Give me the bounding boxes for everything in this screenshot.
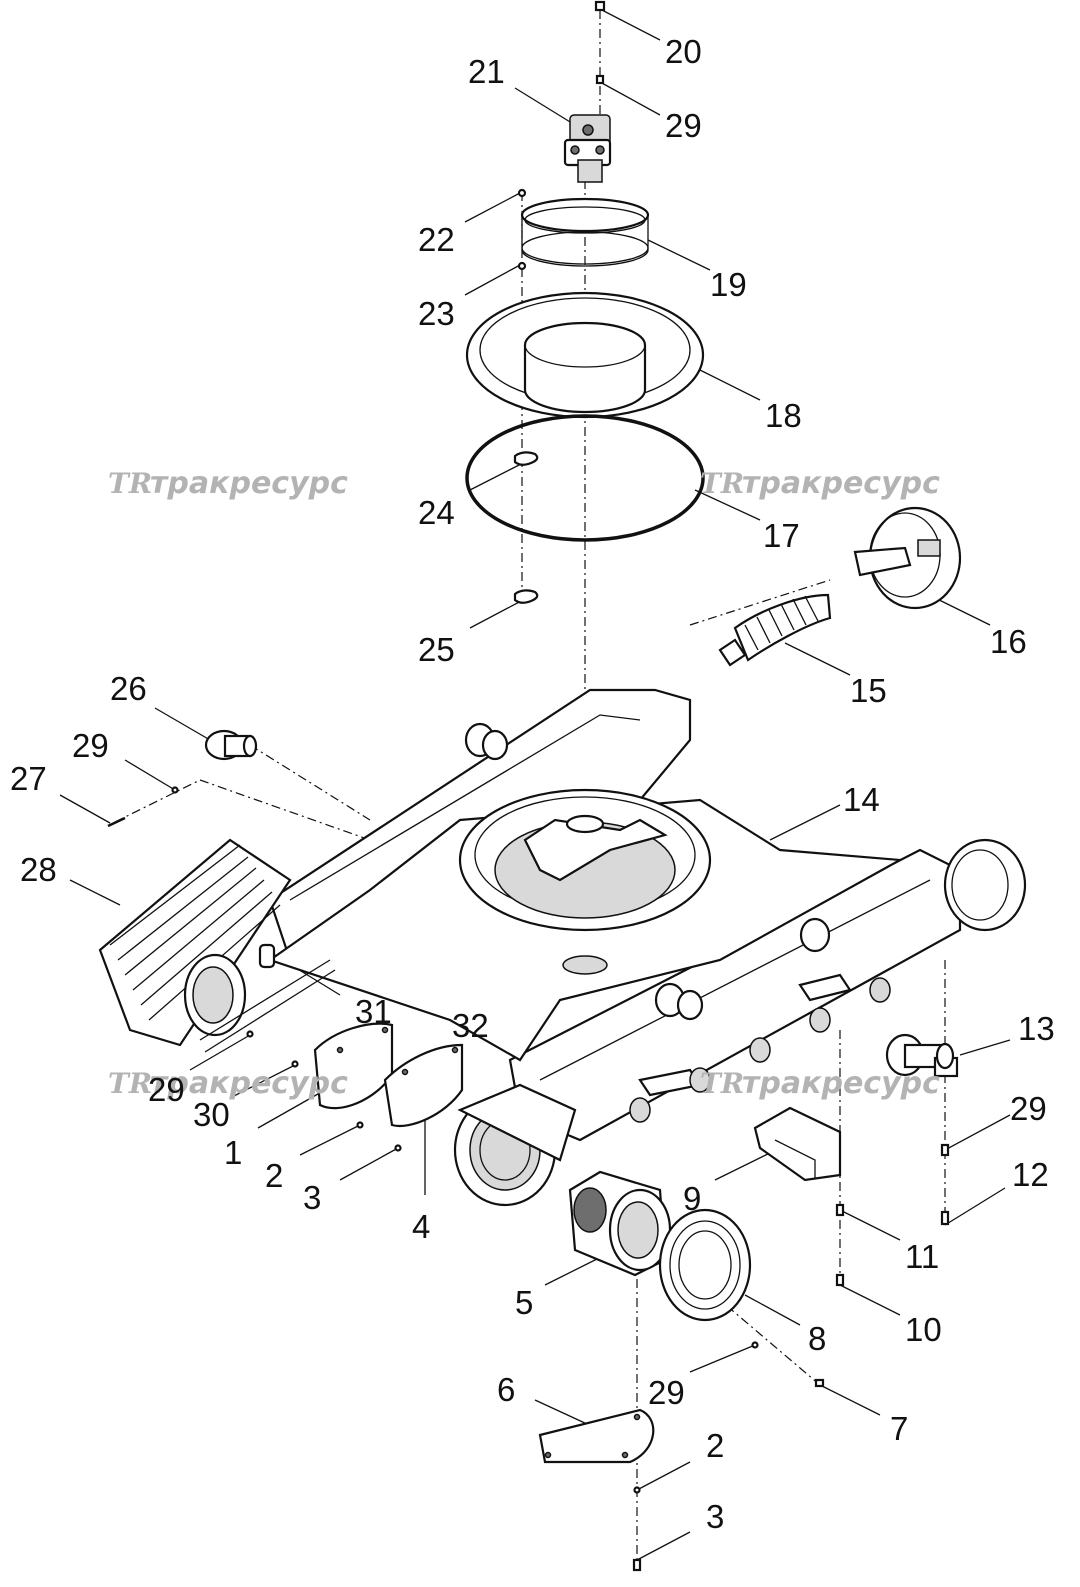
callout-18: 18 xyxy=(765,397,802,434)
sprocket-8 xyxy=(658,1208,752,1322)
bearing-cover-18 xyxy=(465,291,705,419)
callout-19: 19 xyxy=(710,266,747,303)
idler-wheel-16 xyxy=(853,506,962,610)
bolt-20 xyxy=(594,0,606,85)
callout-1: 1 xyxy=(224,1134,242,1171)
bolts-10-11-12 xyxy=(835,1143,950,1287)
callout-2: 2 xyxy=(265,1157,283,1194)
callout-21: 21 xyxy=(468,53,505,90)
callout-11: 11 xyxy=(905,1238,939,1275)
track-roller-13 xyxy=(885,1033,959,1078)
callout-29: 29 xyxy=(665,107,702,144)
track-chain-28 xyxy=(98,838,336,1053)
callout-2: 2 xyxy=(706,1427,724,1464)
watermark: TR тракресурс TR тракресурс TR тракресур… xyxy=(108,466,940,1101)
watermark-logo: TR xyxy=(700,467,744,500)
track-frame-14 xyxy=(258,688,1027,1207)
callout-7: 7 xyxy=(890,1410,908,1447)
callout-29: 29 xyxy=(72,727,109,764)
bolts-2-3-bottom xyxy=(632,1486,642,1572)
callout-29: 29 xyxy=(648,1374,685,1411)
watermark-text: тракресурс xyxy=(742,1066,940,1101)
cover-4 xyxy=(383,1043,464,1128)
o-ring-17 xyxy=(465,414,705,542)
callout-14: 14 xyxy=(843,781,880,818)
callout-17: 17 xyxy=(763,517,800,554)
callout-16: 16 xyxy=(990,623,1027,660)
callout-24: 24 xyxy=(418,494,455,531)
callout-23: 23 xyxy=(418,295,455,332)
callout-27: 27 xyxy=(10,760,47,797)
callout-29: 29 xyxy=(148,1071,185,1108)
callout-20: 20 xyxy=(665,33,702,70)
clips-24-25 xyxy=(513,451,539,604)
track-guard-9 xyxy=(753,1106,842,1182)
pins-22-23 xyxy=(517,188,527,271)
callout-25: 25 xyxy=(418,631,455,668)
watermark-text: тракресурс xyxy=(150,466,348,501)
callout-22: 22 xyxy=(418,221,455,258)
watermark-logo: TR xyxy=(108,1067,152,1100)
tensioner-spring-15 xyxy=(718,593,832,667)
watermark-logo: TR xyxy=(700,1067,744,1100)
callout-32: 32 xyxy=(452,1007,489,1044)
callout-3: 3 xyxy=(303,1179,321,1216)
bolts-29-30-left xyxy=(246,1030,299,1068)
callout-13: 13 xyxy=(1018,1010,1055,1047)
callout-5: 5 xyxy=(515,1284,533,1321)
callout-4: 4 xyxy=(412,1208,430,1245)
callout-labels: 20 21 29 22 19 23 18 24 17 25 16 15 26 2… xyxy=(10,33,1055,1535)
callout-31: 31 xyxy=(355,993,392,1030)
swivel-joint-21 xyxy=(563,114,612,183)
cover-plate-6 xyxy=(538,1408,655,1464)
callout-10: 10 xyxy=(905,1311,942,1348)
bolts-7-29 xyxy=(751,1341,825,1388)
travel-motor-5 xyxy=(568,1170,672,1277)
bolts-2-3-left xyxy=(356,1121,402,1152)
callout-6: 6 xyxy=(497,1371,515,1408)
callout-30: 30 xyxy=(193,1096,230,1133)
callout-26: 26 xyxy=(110,670,147,707)
watermark-text: тракресурс xyxy=(150,1066,348,1101)
watermark-text: тракресурс xyxy=(742,466,940,501)
callout-28: 28 xyxy=(20,851,57,888)
bolt-27 xyxy=(107,786,179,828)
callout-29: 29 xyxy=(1010,1090,1047,1127)
callout-15: 15 xyxy=(850,672,887,709)
callout-3: 3 xyxy=(706,1498,724,1535)
callout-8: 8 xyxy=(808,1320,826,1357)
seal-ring-19 xyxy=(520,197,650,267)
cover-1 xyxy=(313,1022,394,1110)
callout-9: 9 xyxy=(683,1180,701,1217)
carrier-roller-26 xyxy=(204,729,258,761)
callout-12: 12 xyxy=(1012,1156,1049,1193)
watermark-logo: TR xyxy=(108,467,152,500)
